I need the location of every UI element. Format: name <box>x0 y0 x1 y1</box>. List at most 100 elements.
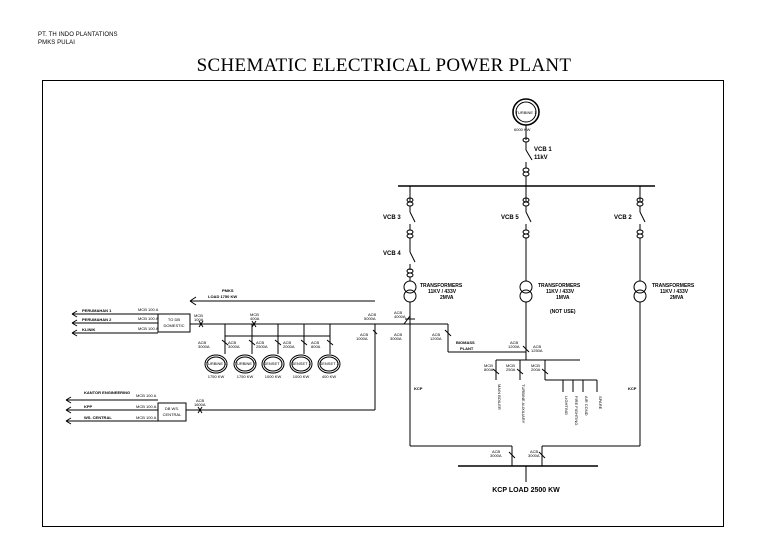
svg-text:3000A: 3000A <box>198 344 210 349</box>
kcp-load-label: KCP LOAD 2500 KW <box>492 487 560 494</box>
transformer-2: TRANSFORMERS 11KV / 433V 1MVA (NOT USE) <box>519 280 581 315</box>
svg-text:MCB 100 A: MCB 100 A <box>138 307 159 312</box>
svg-text:400 KW: 400 KW <box>322 374 336 379</box>
db-ws-central-box <box>157 402 187 422</box>
site-name: PMKS PULAI <box>38 40 76 46</box>
load-main-boiler: MAIN BOILER <box>497 384 502 410</box>
load-air-cond: AIR COND <box>584 396 589 416</box>
svg-text:3000A: 3000A <box>390 336 402 341</box>
transformer-3: TRANSFORMERS 11KV / 433V 2MVA <box>633 280 695 303</box>
biomass-label: BIOMASS <box>456 340 475 345</box>
svg-text:1200A: 1200A <box>508 344 520 349</box>
svg-text:3000A: 3000A <box>490 453 502 458</box>
svg-text:MCB 100 A: MCB 100 A <box>136 393 157 398</box>
svg-text:1750 KW: 1750 KW <box>208 374 225 379</box>
svg-text:2000A: 2000A <box>283 344 295 349</box>
vcb1-voltage: 11kV <box>534 155 548 161</box>
feeder-perumahan-2: PERUMAHAN 2 <box>82 317 112 322</box>
svg-text:TURBINE 1: TURBINE 1 <box>206 361 228 366</box>
svg-text:2500A: 2500A <box>256 344 268 349</box>
svg-text:1200A: 1200A <box>430 336 442 341</box>
svg-text:ACB: ACB <box>533 344 542 349</box>
svg-text:ACB: ACB <box>492 449 501 454</box>
load-spare: SPARE <box>598 396 603 410</box>
kcp-right-label: KCP <box>628 386 637 391</box>
svg-text:MCB 100 A: MCB 100 A <box>138 326 159 331</box>
load-turbine-aux: TURBINE AUXILIARY <box>521 384 526 424</box>
svg-text:MCB: MCB <box>250 312 259 317</box>
kcp-left-label: KCP <box>414 386 423 391</box>
svg-text:ACB: ACB <box>283 340 292 345</box>
svg-text:3000A: 3000A <box>528 453 540 458</box>
svg-text:ACB: ACB <box>394 332 403 337</box>
svg-text:1000A: 1000A <box>356 336 368 341</box>
feeder-vcb5: VCB 5 <box>501 186 532 281</box>
feeder-ws-central: WS. CENTRAL <box>84 415 112 420</box>
svg-text:1750 KW: 1750 KW <box>237 374 254 379</box>
svg-text:(NOT USE): (NOT USE) <box>550 309 576 315</box>
svg-text:1000 KW: 1000 KW <box>293 374 310 379</box>
svg-text:11KV / 433V: 11KV / 433V <box>546 289 575 295</box>
feeder-klinik: KLINIK <box>82 327 95 332</box>
svg-text:MCB 100 A: MCB 100 A <box>136 404 157 409</box>
svg-text:PLANT: PLANT <box>460 346 474 351</box>
vcb3-label: VCB 3 <box>383 215 401 221</box>
svg-text:2MVA: 2MVA <box>670 295 684 301</box>
svg-text:11KV / 433V: 11KV / 433V <box>428 289 457 295</box>
diagram-frame <box>42 80 724 527</box>
svg-text:GENSET 2: GENSET 2 <box>291 361 311 366</box>
svg-text:ACB: ACB <box>368 312 377 317</box>
svg-text:100A: 100A <box>194 317 204 322</box>
vcb4-label: VCB 4 <box>383 251 401 257</box>
svg-text:250A: 250A <box>506 367 516 372</box>
svg-text:GENSET 1: GENSET 1 <box>263 361 283 366</box>
svg-text:3000A: 3000A <box>228 344 240 349</box>
feeder-kpp: KPP <box>84 404 93 409</box>
company-name: PT. TH INDO PLANTATIONS <box>38 32 118 38</box>
svg-text:ACB: ACB <box>510 340 519 345</box>
svg-text:GENSET 3: GENSET 3 <box>319 361 339 366</box>
svg-text:MCB 100 A: MCB 100 A <box>136 415 157 420</box>
svg-text:TO DB: TO DB <box>168 317 180 322</box>
transformer-1: TRANSFORMERS 11KV / 433V 2MVA <box>403 280 463 303</box>
motor-2: ACB 3000A TURBINE 2 1750 KW <box>228 336 257 379</box>
motor-4: ACB 2000A GENSET 2 1000 KW <box>283 336 313 379</box>
vcb1-coil <box>522 137 530 143</box>
svg-text:ACB: ACB <box>360 332 369 337</box>
svg-text:ACB: ACB <box>256 340 265 345</box>
svg-text:200A: 200A <box>531 367 541 372</box>
svg-text:TRANSFORMERS: TRANSFORMERS <box>652 283 695 289</box>
svg-text:ACB: ACB <box>432 332 441 337</box>
motor-5: ACB 800A GENSET 3 400 KW <box>311 336 341 379</box>
vcb2-label: VCB 2 <box>614 215 632 221</box>
svg-text:CENTRAL: CENTRAL <box>163 412 182 417</box>
diagram-title: SCHEMATIC ELECTRICAL POWER PLANT <box>196 55 572 76</box>
vcb1-switch <box>525 149 533 161</box>
pmks-name: PMKS <box>222 288 234 293</box>
vcb5-label: VCB 5 <box>501 215 519 221</box>
svg-text:1600A: 1600A <box>194 402 206 407</box>
svg-text:ACB: ACB <box>196 398 205 403</box>
svg-text:1MVA: 1MVA <box>556 295 570 301</box>
svg-text:MCB: MCB <box>194 313 203 318</box>
svg-text:400A: 400A <box>250 316 260 321</box>
svg-text:ACB: ACB <box>311 340 320 345</box>
pmks-load: LOAD 1750 KW <box>208 294 237 299</box>
svg-text:TURBINE 2: TURBINE 2 <box>235 361 257 366</box>
turbine-rating: 6000 KW <box>514 127 531 132</box>
svg-text:1250A: 1250A <box>531 348 543 353</box>
svg-text:11KV / 433V: 11KV / 433V <box>660 289 689 295</box>
feeder-vcb2: VCB 2 <box>614 186 646 281</box>
svg-text:DB WS.: DB WS. <box>165 406 179 411</box>
svg-text:ACB: ACB <box>228 340 237 345</box>
svg-text:2MVA: 2MVA <box>440 295 454 301</box>
svg-text:800A: 800A <box>484 367 494 372</box>
svg-text:MCB: MCB <box>531 363 540 368</box>
svg-text:5000A: 5000A <box>364 316 376 321</box>
motor-3: ACB 2500A GENSET 1 1000 KW <box>256 336 285 379</box>
turbine-name: TURBINE 1 <box>516 110 538 115</box>
load-lighting: LIGHTING <box>564 396 569 415</box>
svg-text:MCB 100 A: MCB 100 A <box>138 316 159 321</box>
svg-text:ACB: ACB <box>394 310 403 315</box>
feeder-perumahan-1: PERUMAHAN 1 <box>82 308 112 313</box>
